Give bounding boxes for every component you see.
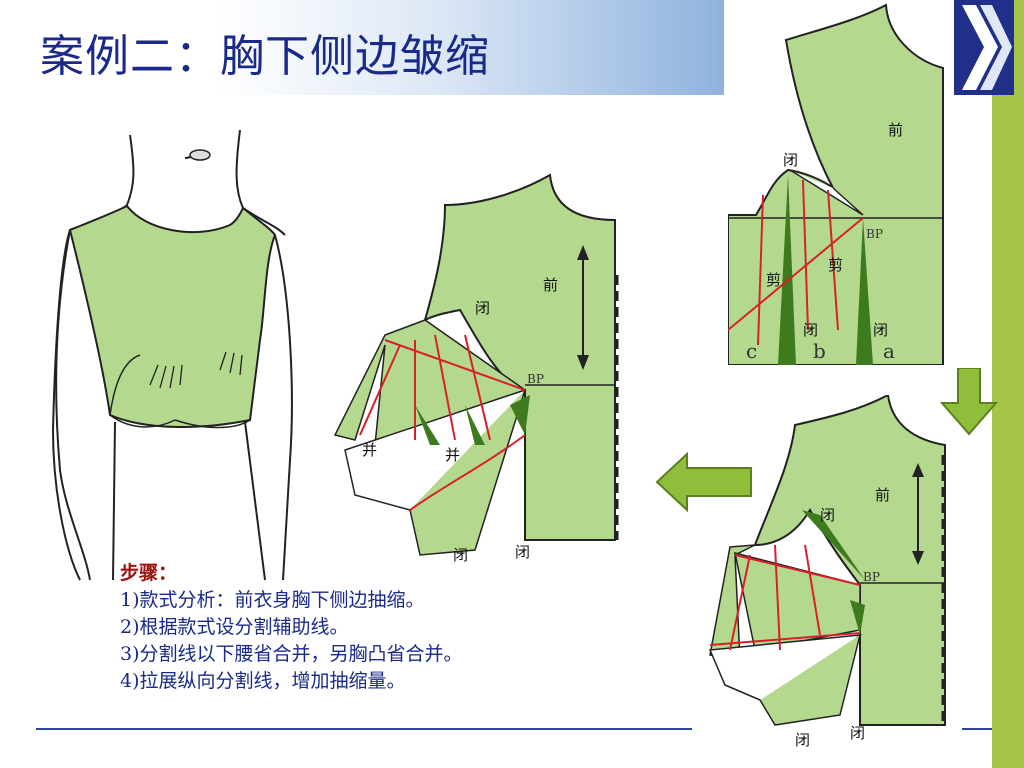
footer-rule	[36, 728, 692, 730]
middle-merge-label-2: 并	[445, 446, 460, 464]
middle-close-label-3: 闭	[515, 543, 530, 561]
chevron-icon	[954, 0, 1014, 95]
arrow-left-icon	[655, 452, 752, 512]
middle-front-label: 前	[543, 276, 558, 294]
top-cut-label-1: 剪	[766, 271, 781, 289]
step-item: 4)拉展纵向分割线，增加抽缩量。	[120, 670, 406, 692]
top-front-label: 前	[888, 121, 903, 139]
middle-merge-label-1: 并	[362, 441, 377, 459]
bottom-close-label-3: 闭	[850, 724, 865, 742]
step-item: 3)分割线以下腰省合并，另胸凸省合并。	[120, 643, 463, 665]
bottom-front-label: 前	[875, 486, 890, 504]
bottom-close-label-1: 闭	[820, 506, 835, 524]
steps-list: 步骤： 1)款式分析：前衣身胸下侧边抽缩。 2)根据款式设分割辅助线。 3)分割…	[120, 560, 463, 695]
middle-bp-label: BP	[527, 372, 544, 386]
bottom-close-label-2: 闭	[795, 731, 810, 749]
pattern-top-right: 前 闭 BP 剪 剪 闭 闭 c b a	[728, 3, 944, 365]
steps-heading: 步骤：	[120, 562, 178, 584]
middle-close-label-1: 闭	[475, 299, 490, 317]
top-cut-label-2: 剪	[828, 256, 843, 274]
top-a-label: a	[883, 339, 895, 363]
top-b-label: b	[813, 339, 826, 363]
garment-illustration	[51, 130, 293, 581]
pattern-middle: 前 闭 BP 并 并 闭 闭	[333, 173, 619, 564]
arrow-down-icon	[940, 368, 998, 436]
top-c-label: c	[746, 339, 757, 363]
top-bp-label: BP	[866, 227, 883, 241]
pattern-bottom-right: 前 闭 BP 闭 闭	[708, 395, 946, 749]
top-close-label-1: 闭	[783, 151, 798, 169]
title-bar	[0, 0, 724, 95]
middle-close-label-2: 闭	[453, 546, 468, 564]
step-item: 2)根据款式设分割辅助线。	[120, 616, 349, 638]
footer-rule-right	[962, 728, 992, 730]
slide-title: 案例二：胸下侧边皱缩	[40, 31, 490, 82]
top-close-label-3: 闭	[873, 321, 888, 339]
step-item: 1)款式分析：前衣身胸下侧边抽缩。	[120, 589, 425, 611]
top-close-label-2: 闭	[803, 321, 818, 339]
accent-strip	[992, 0, 1024, 768]
bottom-bp-label: BP	[863, 570, 880, 584]
